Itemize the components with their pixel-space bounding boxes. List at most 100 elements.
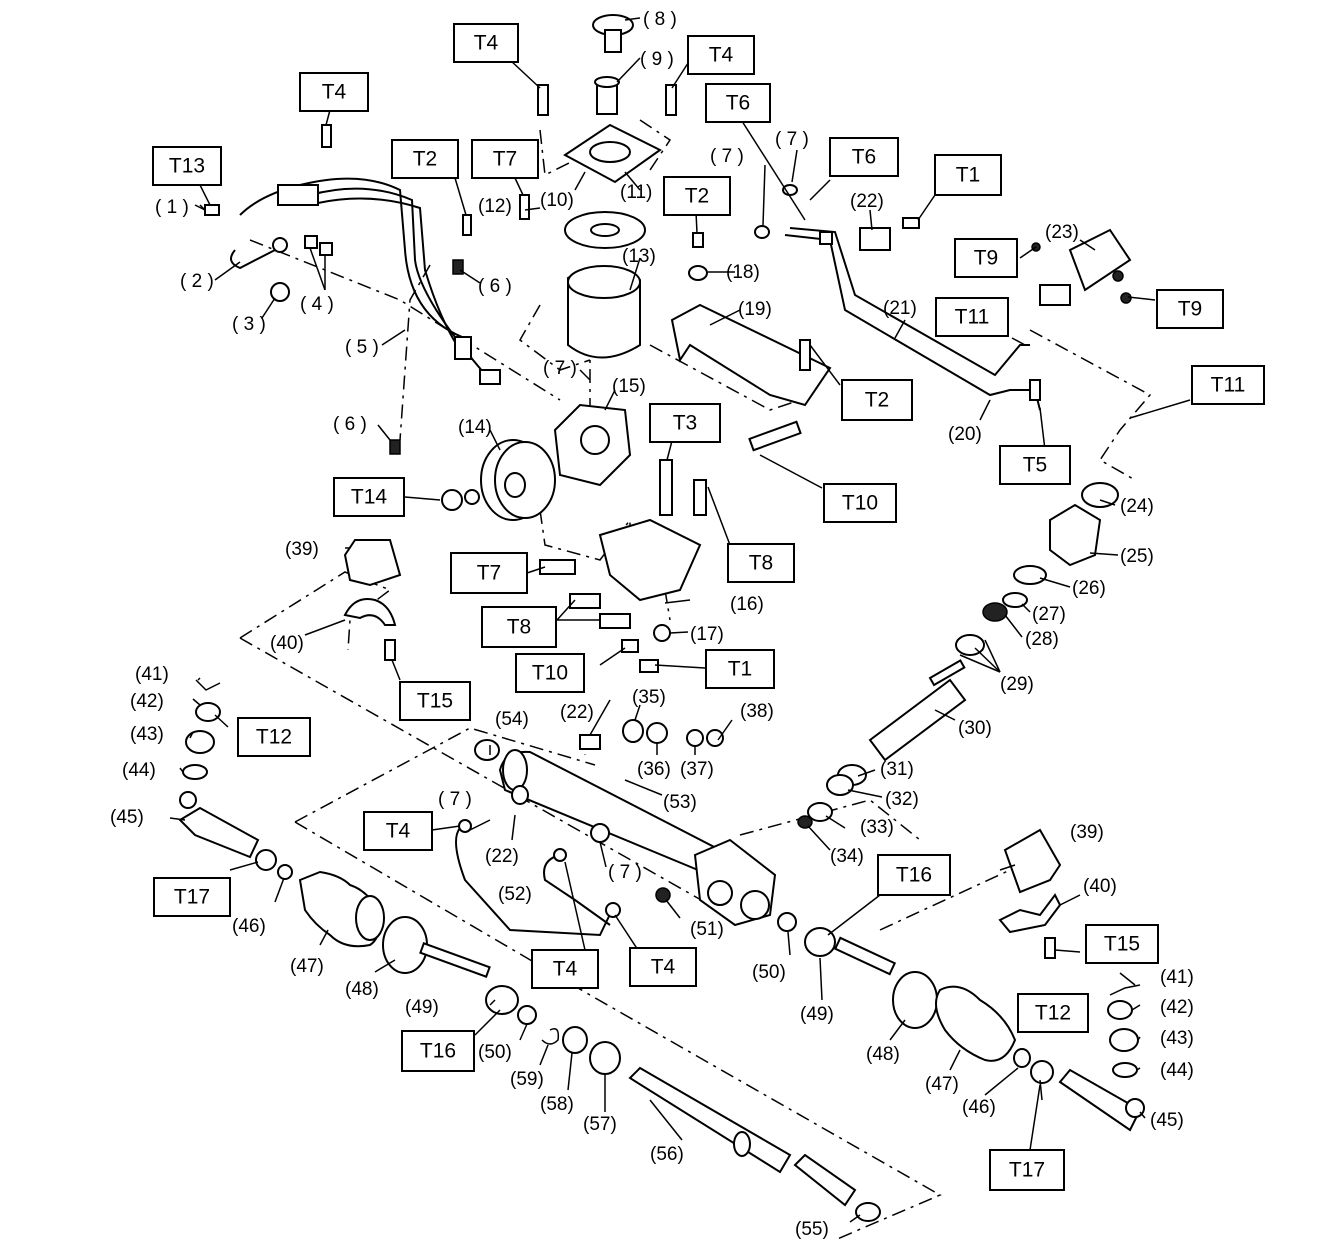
svg-text:T6: T6 bbox=[852, 146, 877, 169]
parts bbox=[178, 14, 1145, 1222]
svg-text:T14: T14 bbox=[351, 486, 388, 509]
torque-box-t9b: T9 bbox=[1156, 289, 1224, 329]
torque-box-t1a: T1 bbox=[934, 154, 1002, 196]
part-label-58: (58) bbox=[540, 1094, 574, 1115]
part-label-43a: (43) bbox=[130, 724, 164, 745]
part-label-7c: ( 7 ) bbox=[543, 358, 577, 379]
torque-box-t11b: T11 bbox=[1191, 365, 1265, 405]
torque-box-t17b: T17 bbox=[989, 1149, 1065, 1191]
bolt bbox=[204, 204, 220, 216]
inner-tie-rod-right bbox=[804, 927, 897, 976]
part-label-6a: ( 6 ) bbox=[478, 276, 512, 297]
part-label-7b: ( 7 ) bbox=[775, 129, 809, 150]
part-label-5: ( 5 ) bbox=[345, 337, 379, 358]
o-ring bbox=[782, 184, 798, 196]
torque-box-t11a: T11 bbox=[935, 297, 1009, 337]
clip bbox=[182, 764, 208, 780]
svg-text:T1: T1 bbox=[956, 164, 981, 187]
svg-text:T4: T4 bbox=[474, 32, 499, 55]
svg-text:T4: T4 bbox=[553, 958, 578, 981]
bolt bbox=[537, 84, 549, 116]
spring bbox=[646, 722, 668, 744]
part-label-45b: (45) bbox=[1150, 1110, 1184, 1131]
boot-right bbox=[935, 985, 1017, 1062]
part-label-26: (26) bbox=[1072, 578, 1106, 599]
torque-box-t1b: T1 bbox=[705, 649, 775, 689]
rubber-boot bbox=[185, 730, 215, 754]
bolt bbox=[539, 559, 576, 575]
bolt bbox=[1044, 937, 1056, 959]
part-label-39b: (39) bbox=[1070, 822, 1104, 843]
svg-text:T1: T1 bbox=[728, 658, 753, 681]
nut bbox=[441, 489, 463, 511]
bolt bbox=[569, 593, 601, 609]
svg-text:T6: T6 bbox=[726, 92, 751, 115]
svg-text:T4: T4 bbox=[709, 44, 734, 67]
castle-nut bbox=[1107, 1000, 1133, 1020]
bolt bbox=[692, 232, 704, 248]
bolt bbox=[599, 613, 631, 629]
pinion-shaft bbox=[868, 659, 967, 762]
band bbox=[892, 971, 938, 1029]
hose-clamp bbox=[452, 259, 464, 275]
torque-box-t5: T5 bbox=[999, 445, 1071, 485]
castle-nut bbox=[195, 702, 221, 722]
part-label-8: ( 8 ) bbox=[643, 9, 677, 30]
part-label-27: (27) bbox=[1032, 604, 1066, 625]
bolt bbox=[748, 420, 802, 452]
part-label-31: (31) bbox=[880, 759, 914, 780]
torque-box-t3: T3 bbox=[649, 403, 721, 443]
leader-lines bbox=[169, 17, 1191, 1223]
bolt bbox=[519, 194, 530, 220]
rack bbox=[628, 1066, 857, 1207]
svg-text:T9: T9 bbox=[974, 247, 999, 270]
nut bbox=[270, 282, 290, 302]
part-label-40a: (40) bbox=[270, 633, 304, 654]
feed-pipe bbox=[455, 827, 613, 937]
bolt bbox=[621, 639, 639, 653]
svg-text:T16: T16 bbox=[420, 1040, 456, 1063]
svg-text:T17: T17 bbox=[174, 886, 210, 909]
clip bbox=[1013, 1048, 1031, 1068]
svg-text:T15: T15 bbox=[1104, 933, 1140, 956]
torque-box-t16a: T16 bbox=[877, 854, 951, 896]
part-label-21: (21) bbox=[883, 298, 917, 319]
torque-box-t10b: T10 bbox=[515, 653, 585, 693]
svg-text:T2: T2 bbox=[413, 148, 438, 171]
rubber-boot bbox=[1109, 1028, 1139, 1052]
torque-box-t8b: T8 bbox=[481, 606, 557, 648]
sleeve bbox=[706, 729, 724, 747]
svg-text:T3: T3 bbox=[673, 412, 698, 435]
torque-box-t14: T14 bbox=[333, 477, 405, 517]
gasket bbox=[1013, 565, 1047, 585]
lock-nut bbox=[1030, 1060, 1054, 1084]
part-label-30: (30) bbox=[958, 718, 992, 739]
part-number-labels: ( 8 ) ( 9 ) ( 1 ) ( 2 ) ( 3 ) ( 4 ) ( 5 … bbox=[110, 9, 1194, 1240]
svg-text:T4: T4 bbox=[322, 81, 347, 104]
cotter-pin bbox=[195, 679, 221, 691]
part-label-56: (56) bbox=[650, 1144, 684, 1165]
lock-nut bbox=[797, 815, 813, 829]
part-label-3: ( 3 ) bbox=[232, 314, 266, 335]
part-label-7e: ( 7 ) bbox=[608, 862, 642, 883]
svg-text:T12: T12 bbox=[1035, 1002, 1071, 1025]
spring bbox=[686, 729, 704, 747]
part-label-10: (10) bbox=[540, 190, 574, 211]
svg-text:T15: T15 bbox=[417, 690, 453, 713]
torque-box-t10a: T10 bbox=[823, 483, 897, 523]
svg-text:T5: T5 bbox=[1023, 454, 1048, 477]
part-label-37: (37) bbox=[680, 759, 714, 780]
part-label-42a: (42) bbox=[130, 691, 164, 712]
part-label-6b: ( 6 ) bbox=[333, 414, 367, 435]
bolt bbox=[665, 84, 677, 116]
part-label-28: (28) bbox=[1025, 629, 1059, 650]
svg-text:T10: T10 bbox=[842, 492, 878, 515]
bolt bbox=[902, 217, 920, 229]
part-label-39a: (39) bbox=[285, 539, 319, 560]
torque-box-t4c: T4 bbox=[299, 72, 369, 112]
part-label-18: (18) bbox=[726, 262, 760, 283]
pump-mount-bracket bbox=[598, 518, 702, 602]
part-label-20: (20) bbox=[948, 424, 982, 445]
tie-rod-end-right bbox=[1058, 1068, 1145, 1132]
pump-bracket bbox=[670, 303, 832, 407]
